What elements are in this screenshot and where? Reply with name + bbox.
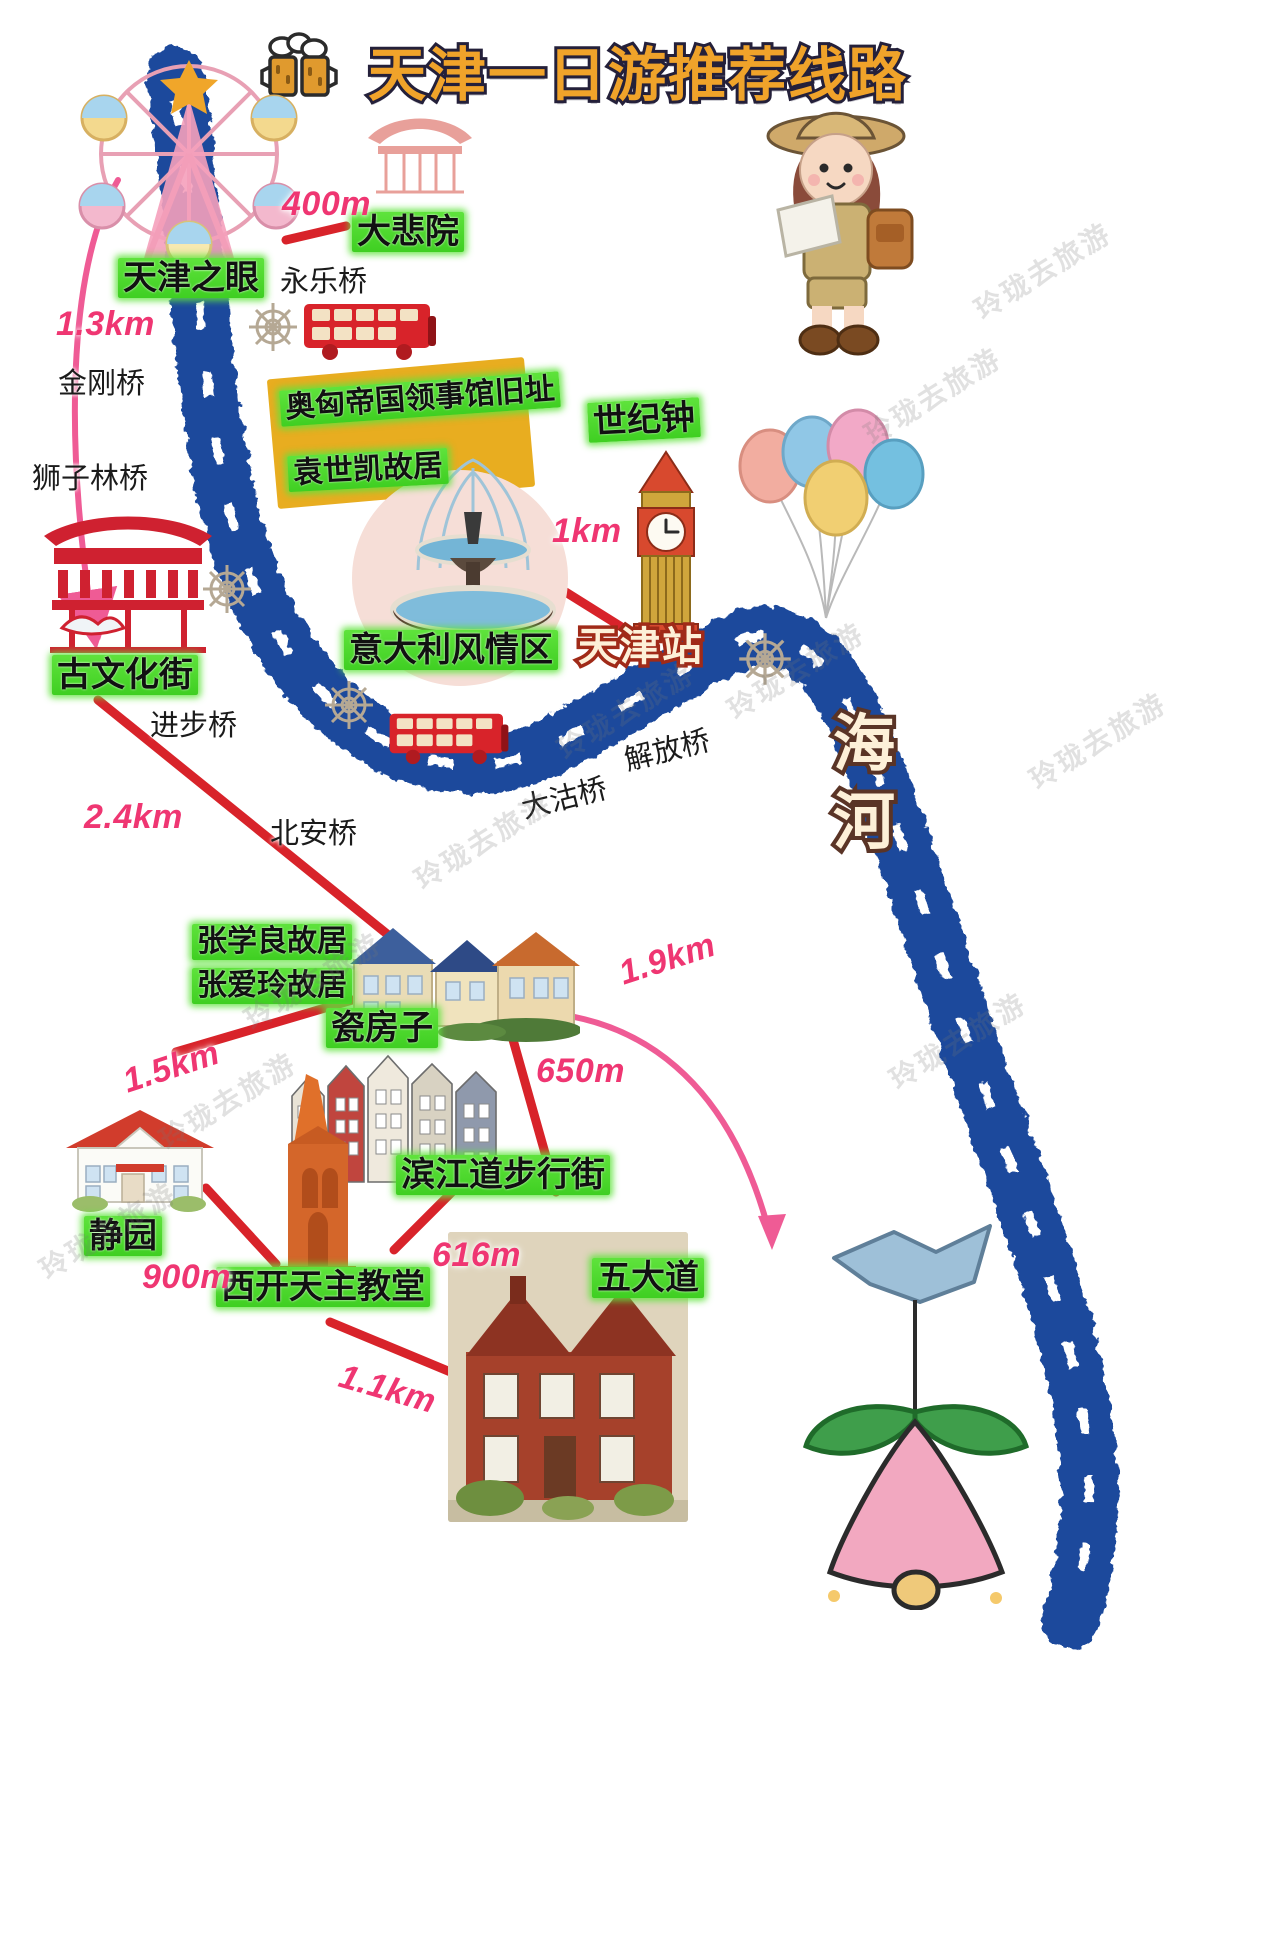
parachute-icon (832, 1224, 992, 1304)
bridge-label-shizilin: 狮子林桥 (32, 463, 149, 495)
place-label-jingyuan[interactable]: 静园 (84, 1216, 162, 1257)
ship-wheel-icon (325, 681, 373, 729)
balloons-icon (738, 408, 925, 619)
ship-wheel-icon (249, 303, 297, 351)
place-label-guwenhua-street[interactable]: 古文化街 (52, 655, 198, 696)
bridge-label-jingang: 金刚桥 (58, 368, 146, 400)
distance-guwenhua-to-porcelain: 2.4km (84, 798, 183, 836)
distance-station-to-wudadao: 1.9km (614, 925, 721, 993)
bridge-label-yongle: 永乐桥 (280, 266, 368, 298)
place-label-century-clock[interactable]: 世纪钟 (587, 397, 701, 443)
place-label-tianjin-station[interactable]: 天津站 (575, 622, 706, 673)
double-decker-bus-icon (389, 713, 509, 765)
place-label-xikai-church[interactable]: 西开天主教堂 (216, 1267, 430, 1308)
place-label-porcelain-house[interactable]: 瓷房子 (326, 1008, 438, 1049)
distance-church-to-wudadao: 1.1km (334, 1357, 441, 1421)
watermark: 玲珑去旅游 (884, 987, 1033, 1096)
villa-photo (350, 928, 580, 1042)
distance-jingyuan-to-church: 900m (142, 1258, 231, 1296)
distance-eye-to-guwenhua: 1.3km (56, 305, 155, 343)
place-label-zhangxueliang-house[interactable]: 张学良故居 (192, 924, 352, 960)
bridge-label-beian: 北安桥 (270, 818, 358, 850)
page-title-text: 天津一日游推荐线路 (365, 40, 909, 111)
bridge-label-jinbu: 进步桥 (150, 710, 238, 742)
fountain-photo (390, 458, 556, 636)
place-label-zhangailing-house[interactable]: 张爱玲故居 (192, 968, 352, 1004)
ship-wheel-icon (203, 565, 251, 613)
place-label-tianjin-eye[interactable]: 天津之眼 (118, 258, 264, 299)
place-label-italian-style-town[interactable]: 意大利风情区 (344, 630, 558, 671)
brick-house-photo (448, 1232, 688, 1522)
beer-mugs-icon (260, 32, 338, 97)
bridge-label-jiefang: 解放桥 (621, 724, 714, 777)
chinese-temple-icon (368, 118, 472, 194)
place-label-wudadao[interactable]: 五大道 (592, 1258, 704, 1299)
distance-porcelain-to-binjiang: 650m (536, 1052, 625, 1090)
distance-italian-to-station: 1km (552, 512, 622, 550)
distance-binjiang-to-church: 616m (432, 1236, 521, 1274)
distance-eye-to-dabeiyuan: 400m (282, 185, 371, 223)
double-decker-bus-icon (304, 304, 436, 360)
watermark: 玲珑去旅游 (969, 217, 1118, 326)
page-title: 天津一日游推荐线路 (258, 28, 909, 112)
river-name-label: 海河 (829, 706, 899, 861)
chinese-archway-icon (44, 516, 212, 653)
gothic-church-icon (280, 1074, 356, 1274)
bridge-label-dagu: 大沽桥 (518, 772, 611, 825)
clock-tower-icon (633, 450, 699, 638)
pink-flower-icon (802, 1300, 1030, 1610)
watermark: 玲珑去旅游 (1024, 687, 1173, 796)
traveler-girl-icon (766, 111, 914, 356)
white-villa-photo (66, 1110, 214, 1212)
ferris-wheel-icon (78, 60, 300, 283)
place-label-dabeiyuan[interactable]: 大悲院 (352, 212, 464, 253)
ship-wheel-icon (739, 633, 791, 685)
place-label-binjiangdao[interactable]: 滨江道步行街 (396, 1155, 610, 1196)
distance-porcelain-to-jingyuan: 1.5km (118, 1033, 225, 1101)
